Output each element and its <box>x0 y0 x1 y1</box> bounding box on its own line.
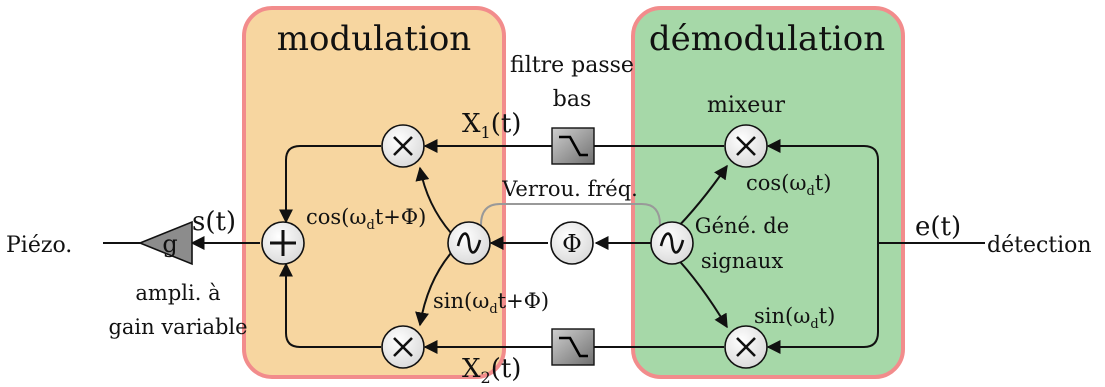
amp-label-line1: ampli. à <box>135 281 220 305</box>
lowpass-filter-bottom <box>551 328 595 366</box>
left-top-bend <box>279 145 381 224</box>
sin-mod-label: sin(ωdt+Φ) <box>433 289 549 317</box>
amplifier-triangle: g <box>137 220 193 266</box>
mod-oscillator <box>447 221 491 265</box>
cos-demod-label: cos(ωdt) <box>746 171 831 199</box>
x1-label: X1(t) <box>462 109 521 142</box>
lowpass-label-line2: bas <box>553 87 592 112</box>
s-label: s(t) <box>192 207 236 237</box>
modulation-box <box>242 6 506 379</box>
phase-shifter: Φ <box>550 221 594 265</box>
left-bottom-bend <box>279 262 381 348</box>
right-bottom-bend <box>766 331 879 354</box>
demodulation-box <box>631 6 905 379</box>
mod-osc-to-bottom-mixer <box>415 252 452 327</box>
gen-label-line1: Géné. de <box>695 214 789 238</box>
phase-symbol: Φ <box>562 230 582 258</box>
demod-mixer-bottom <box>724 325 768 369</box>
mixer-label: mixeur <box>707 93 785 118</box>
amp-symbol: g <box>162 230 177 258</box>
lowpass-label-line1: filtre passe <box>510 53 634 78</box>
mod-mixer-bottom <box>381 325 425 369</box>
piezo-label: Piézo. <box>6 233 72 258</box>
demodulation-title: démodulation <box>649 19 885 59</box>
frequency-lock-line <box>480 203 661 226</box>
demod-oscillator <box>650 221 694 265</box>
lock-label: Verrou. fréq. <box>501 177 638 201</box>
cos-mod-label: cos(ωdt+Φ) <box>306 205 426 233</box>
mod-mixer-top <box>381 124 425 168</box>
gen-label-line2: signaux <box>701 249 784 273</box>
e-label: e(t) <box>915 212 961 242</box>
amp-label-line2: gain variable <box>108 315 247 339</box>
x2-label: X2(t) <box>462 354 521 387</box>
detection-label: détection <box>987 233 1092 258</box>
lowpass-filter-top <box>551 127 595 165</box>
modulation-title: modulation <box>277 19 471 59</box>
demod-mixer-top <box>724 124 768 168</box>
sin-demod-label: sin(ωdt) <box>754 304 835 332</box>
right-top-bend <box>766 139 879 161</box>
summing-node <box>261 221 305 265</box>
mod-osc-to-top-mixer <box>415 166 452 234</box>
